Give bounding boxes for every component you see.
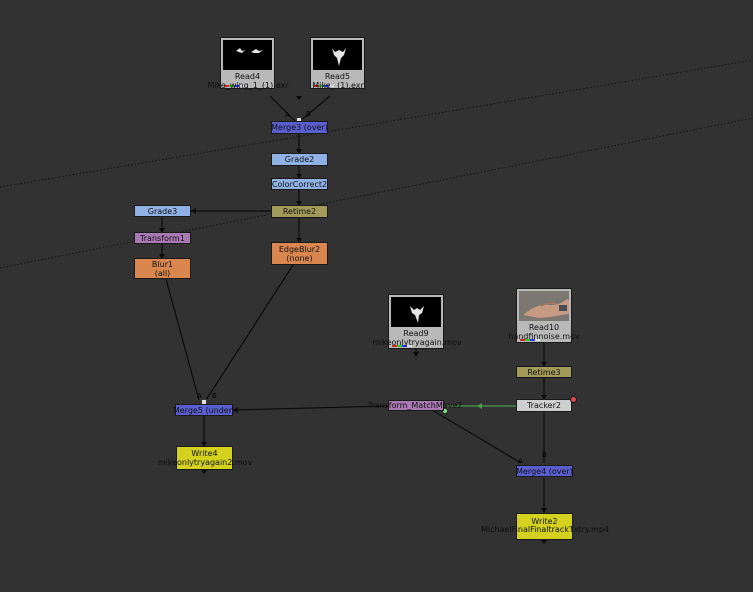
grade2-label: Grade2 bbox=[284, 155, 315, 164]
arrow bbox=[201, 442, 207, 447]
merge4-input-a-label: A bbox=[518, 457, 523, 465]
read9-label: Read9 bbox=[403, 329, 429, 338]
transform-matchmove2-node[interactable]: Transform_MatchMove2 bbox=[368, 400, 462, 411]
wire-transform-merge4 bbox=[431, 409, 522, 464]
write4-filename: mikeonlytryagain2.mov bbox=[157, 458, 253, 467]
grade3-label: Grade3 bbox=[147, 206, 178, 216]
arrow bbox=[233, 407, 238, 413]
wire-transform-merge5 bbox=[232, 405, 390, 411]
merge3-input-a-label: A bbox=[285, 111, 290, 119]
channel-indicator bbox=[520, 339, 540, 341]
read9-filename: mikeonlytryagain.mov bbox=[372, 338, 462, 347]
blur1-sublabel: (all) bbox=[154, 268, 171, 278]
write2-filename: MichaelFinalFinaltrackTxtry.mp4 bbox=[480, 525, 610, 534]
edgeblur2-label: EdgeBlur2 bbox=[278, 244, 321, 254]
blur1-label: Blur1 bbox=[151, 259, 174, 269]
read9-node[interactable]: Read9 bbox=[388, 294, 444, 349]
channel-indicator bbox=[224, 85, 244, 87]
channel-indicator bbox=[392, 345, 412, 347]
guide-line bbox=[0, 117, 753, 269]
grade3-node[interactable]: Grade3 bbox=[134, 205, 191, 217]
arrow bbox=[296, 149, 302, 154]
arrow bbox=[296, 238, 302, 243]
merge4-node[interactable]: Merge4 (over) bbox=[516, 465, 573, 477]
transform-matchmove2-label: Transform_MatchMove2 bbox=[367, 401, 463, 410]
write2-node[interactable]: Write2 bbox=[516, 513, 573, 540]
tracker2-status-dot bbox=[570, 396, 577, 403]
grade2-node[interactable]: Grade2 bbox=[271, 153, 328, 166]
blur1-node[interactable]: Blur1 (all) bbox=[134, 258, 191, 279]
edgeblur2-node[interactable]: EdgeBlur2 (none) bbox=[271, 242, 328, 265]
edgeblur2-sublabel: (none) bbox=[286, 253, 313, 263]
arrow bbox=[541, 362, 547, 367]
merge4-label: Merge4 (over) bbox=[516, 466, 573, 476]
retime3-label: Retime3 bbox=[527, 367, 561, 377]
transform1-label: Transform1 bbox=[140, 233, 185, 243]
guide-line bbox=[0, 59, 753, 188]
read10-filename: handfinnoise.mov bbox=[508, 332, 580, 341]
arrow bbox=[159, 228, 165, 233]
wire-read5-merge3 bbox=[299, 95, 331, 122]
retime2-label: Retime2 bbox=[282, 207, 317, 216]
read5-node[interactable]: Read5 bbox=[310, 37, 365, 89]
read4-node[interactable]: Read4 bbox=[220, 37, 275, 89]
read4-label: Read4 bbox=[234, 72, 261, 81]
colorcorrect2-label: ColorCorrect2 bbox=[271, 179, 328, 189]
arrow bbox=[201, 470, 207, 474]
arrow bbox=[413, 352, 419, 357]
retime3-node[interactable]: Retime3 bbox=[516, 366, 572, 378]
arrow bbox=[191, 208, 196, 214]
read5-filename: Mike_ (1).exr bbox=[312, 81, 364, 90]
read4-filename: Mike_wing_1_(1).exr bbox=[207, 81, 289, 90]
write2-label: Write2 bbox=[531, 517, 558, 526]
channel-indicator bbox=[314, 85, 334, 87]
write4-node[interactable]: Write4 bbox=[176, 446, 233, 470]
read10-thumbnail bbox=[519, 291, 569, 321]
read10-node[interactable]: Read10 bbox=[516, 288, 572, 343]
merge3-node[interactable]: Merge3 (over) bbox=[271, 121, 328, 134]
arrow bbox=[541, 508, 547, 513]
merge5-label: Merge5 (under) bbox=[172, 405, 236, 415]
link-arrow bbox=[477, 403, 482, 409]
read10-label: Read10 bbox=[528, 323, 560, 332]
read9-thumbnail bbox=[391, 297, 441, 327]
merge5-input-a-label: A bbox=[197, 392, 202, 400]
arrow bbox=[296, 96, 302, 100]
merge4-input-b-label: B bbox=[542, 451, 547, 459]
merge5-node[interactable]: Merge5 (under) bbox=[172, 404, 236, 416]
wire-blur1-merge5 bbox=[165, 278, 200, 401]
merge5-input-b-label: B bbox=[212, 392, 217, 400]
merge3-input-b-label: B bbox=[306, 110, 311, 118]
merge3-label: Merge3 (over) bbox=[271, 123, 328, 132]
wire-edgeblur2-merge5 bbox=[205, 264, 294, 401]
write4-label: Write4 bbox=[191, 449, 218, 458]
arrow bbox=[541, 395, 547, 400]
tracker2-node[interactable]: Tracker2 bbox=[516, 399, 572, 412]
read5-label: Read5 bbox=[324, 72, 351, 81]
arrow bbox=[541, 540, 547, 544]
tracker2-label: Tracker2 bbox=[527, 401, 561, 410]
transform1-node[interactable]: Transform1 bbox=[134, 232, 191, 244]
wire-read4-merge3 bbox=[269, 95, 296, 122]
arrow bbox=[159, 254, 165, 259]
retime2-node[interactable]: Retime2 bbox=[271, 205, 328, 218]
read4-thumbnail bbox=[223, 40, 272, 70]
colorcorrect2-node[interactable]: ColorCorrect2 bbox=[271, 178, 328, 190]
read5-thumbnail bbox=[313, 40, 362, 70]
arrow bbox=[296, 174, 302, 179]
arrow bbox=[296, 201, 302, 206]
